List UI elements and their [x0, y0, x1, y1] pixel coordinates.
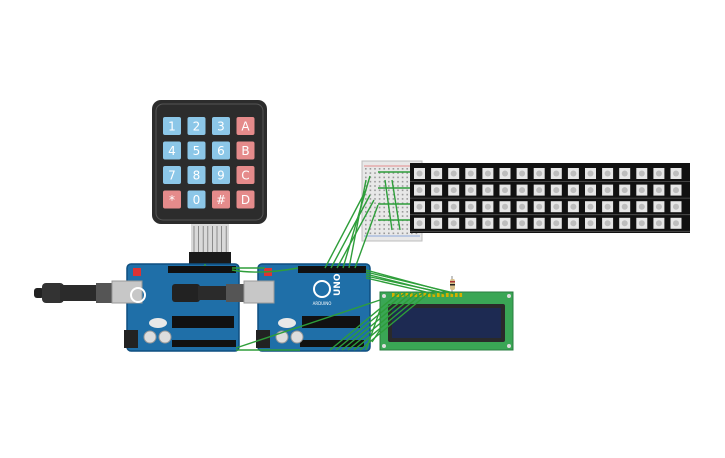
keypad-key [212, 166, 230, 184]
keypad-key [212, 190, 230, 209]
keypad-ribbon [191, 224, 229, 254]
usb-port-2 [243, 280, 275, 304]
microcontroller-chip-2 [302, 316, 360, 328]
digital-header-1 [168, 266, 236, 273]
keypad-key-label: # [216, 193, 226, 207]
reset-button-1 [133, 268, 141, 276]
keypad-key-label: * [169, 193, 175, 207]
keypad-4x4: 1 2 3 A 4 5 6 B 7 8 9 C * 0 # D [152, 100, 267, 264]
arduino-uno-1 [111, 263, 240, 352]
keypad-keys: 1 2 3 A 4 5 6 B 7 8 9 C * 0 # D [163, 117, 255, 209]
keypad-key [163, 190, 181, 209]
power-jack-1 [124, 330, 138, 348]
keypad-key [187, 190, 206, 209]
keypad-key [236, 190, 255, 209]
keypad-key-label: 6 [217, 144, 225, 158]
keypad-key-label: 4 [168, 144, 176, 158]
keypad-key [163, 141, 181, 160]
keypad-key-label: 3 [217, 120, 225, 134]
keypad-key [236, 166, 255, 184]
resistor [450, 276, 455, 294]
keypad-connector [189, 252, 231, 264]
board-model-label: UNO [333, 273, 343, 296]
arduino-logo-2 [313, 280, 331, 298]
arduino-uno-2: UNO ARDUINO [243, 263, 371, 352]
keypad-key [163, 166, 181, 184]
lcd-screen [392, 308, 501, 338]
keypad-key-label: 8 [193, 169, 201, 183]
microcontroller-chip-1 [172, 316, 234, 328]
keypad-key [187, 117, 206, 135]
usb-cable [34, 283, 142, 303]
keypad-key-label: 5 [193, 144, 201, 158]
keypad-key [236, 117, 255, 135]
keypad-key-label: B [241, 144, 249, 158]
keypad-key-label: 1 [168, 120, 176, 134]
usb-port-1 [111, 280, 143, 304]
board-brand-label: ARDUINO [313, 301, 332, 306]
keypad-key-label: 7 [168, 169, 176, 183]
analog-header-1 [172, 340, 236, 347]
keypad-key [187, 166, 206, 184]
keypad-key [236, 141, 255, 160]
keypad-key-label: 9 [217, 169, 225, 183]
keypad-key-label: 2 [193, 120, 201, 134]
analog-header-2 [300, 340, 364, 347]
keypad-key-label: 0 [193, 193, 201, 207]
keypad-key-label: A [241, 120, 250, 134]
wires [204, 171, 456, 351]
keypad-key [187, 141, 206, 160]
keypad-key [212, 117, 230, 135]
digital-header-2 [298, 266, 366, 273]
led-matrix [410, 163, 690, 233]
keypad-key-label: C [241, 169, 249, 183]
lcd-16x2 [379, 291, 514, 351]
keypad-key-label: D [241, 193, 250, 207]
arduino-logo-1 [130, 287, 146, 303]
usb-cable-2 [172, 284, 246, 302]
keypad-key [163, 117, 181, 135]
keypad-key [212, 141, 230, 160]
